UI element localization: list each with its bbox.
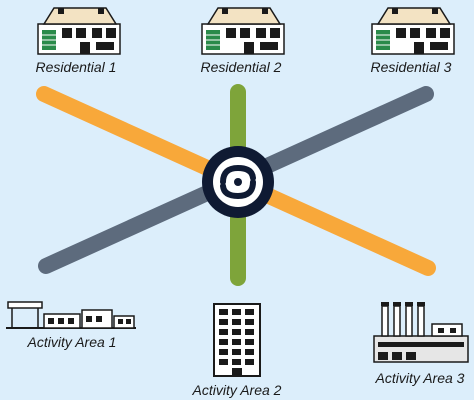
residential-3-label: Residential 3: [370, 59, 452, 75]
transit-hub-icon: [202, 146, 274, 218]
activity-area-3-label: Activity Area 3: [375, 370, 465, 386]
house-icon: [37, 7, 121, 55]
activity-area-1-label: Activity Area 1: [27, 334, 117, 350]
residential-2-label: Residential 2: [200, 59, 282, 75]
activity-area-2-label: Activity Area 2: [192, 382, 282, 398]
house-icon: [371, 7, 455, 55]
office-tower-icon: [213, 303, 261, 377]
house-icon: [201, 7, 285, 55]
residential-1-label: Residential 1: [35, 59, 117, 75]
shop-strip-icon: [6, 301, 136, 329]
factory-icon: [373, 302, 469, 363]
